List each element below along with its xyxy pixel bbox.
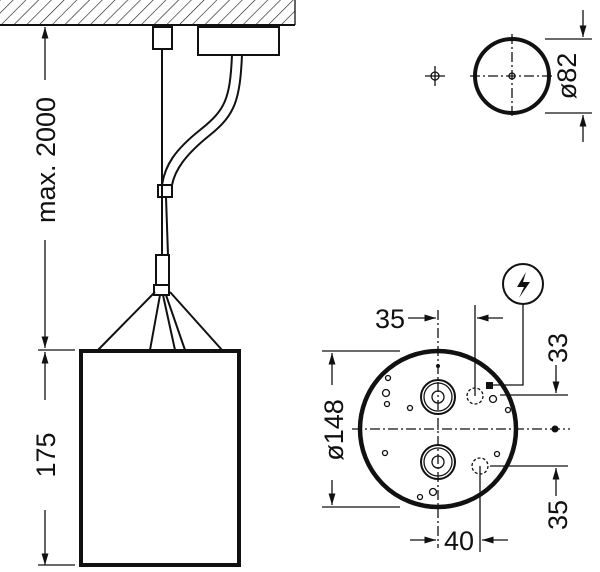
dim-offset-top: 35 — [375, 304, 405, 334]
dim-offset-right-top: 33 — [543, 333, 573, 363]
height-dimensions: max. 2000 175 — [31, 27, 75, 566]
canopy-top-view: ø82 — [425, 10, 592, 142]
power-entry — [486, 382, 493, 389]
dim-offset-right-bottom: 35 — [543, 500, 573, 530]
luminaire-body — [79, 349, 241, 567]
ceiling — [0, 0, 296, 26]
side-view — [79, 26, 280, 567]
suspension-anchor — [152, 26, 173, 50]
cable-sleeve — [155, 254, 170, 286]
dim-luminaire-diameter: ø148 — [319, 399, 349, 461]
cable-clip — [153, 284, 170, 296]
power-cable — [161, 54, 233, 186]
lightning-icon — [502, 263, 544, 305]
suspension-wires — [97, 291, 223, 351]
dim-suspension-length: max. 2000 — [31, 97, 61, 223]
cable-connector — [157, 184, 173, 198]
dim-canopy-diameter: ø82 — [552, 53, 582, 100]
dim-luminaire-height: 175 — [31, 432, 61, 477]
dim-offset-bottom: 40 — [444, 526, 474, 556]
ceiling-canopy — [197, 26, 280, 56]
luminaire-top-view: 35 ø148 33 35 40 — [319, 263, 573, 556]
